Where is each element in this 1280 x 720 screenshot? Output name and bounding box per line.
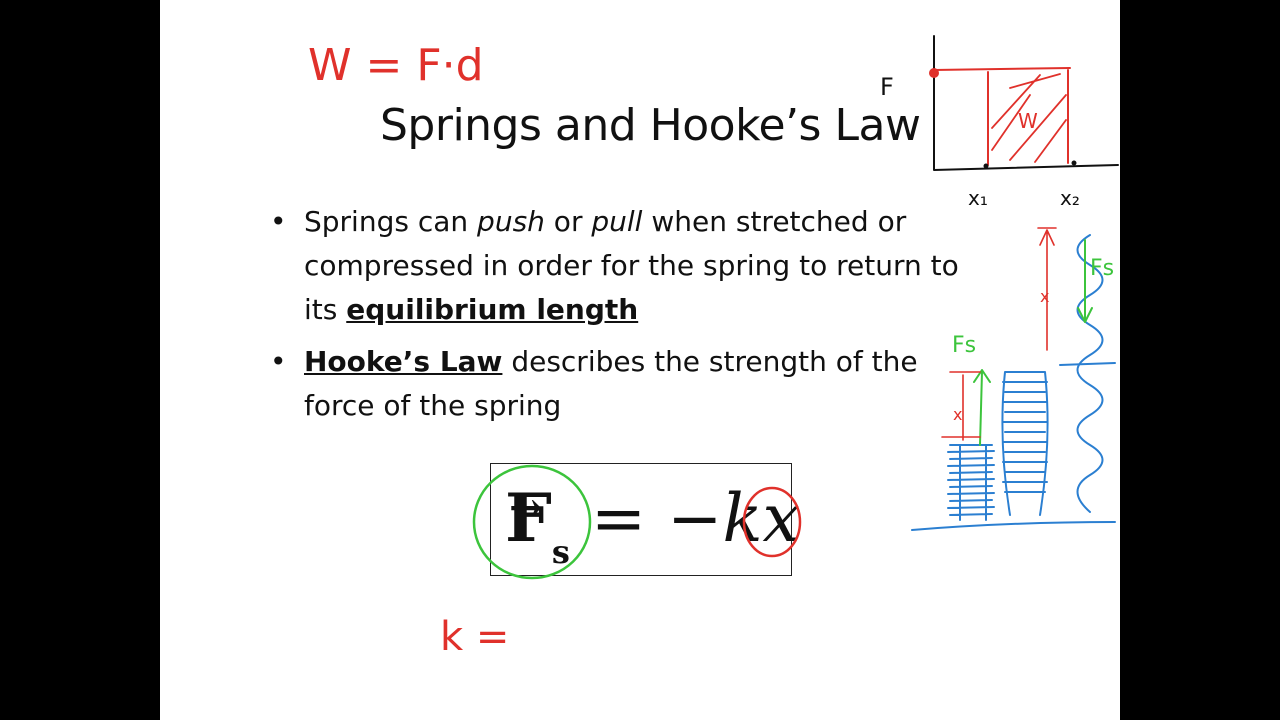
work-equation: W = F·d — [308, 40, 484, 91]
bullet1-pull: pull — [591, 205, 643, 238]
bullet-list: Springs can push or pull when stretched … — [270, 200, 990, 436]
fs-left-label: Fs — [952, 333, 976, 358]
bullet-springs: Springs can push or pull when stretched … — [270, 200, 990, 332]
force-letter: F — [505, 479, 552, 557]
bullet1-push: push — [477, 205, 545, 238]
graph-f-label: F — [880, 73, 894, 101]
bullet1-text-b: or — [544, 205, 592, 238]
bullet2-hookes-law: Hooke’s Law — [304, 345, 503, 378]
x-left-label: x — [953, 405, 962, 424]
vector-arrow: → — [509, 484, 543, 531]
bullet1-equilibrium: equilibrium length — [346, 293, 639, 326]
bullet1-text-c: when stretched or compressed in order fo… — [304, 205, 959, 326]
fs-right-label: Fs — [1090, 256, 1114, 281]
hookes-equation: →Fs = −kx — [505, 478, 800, 592]
slide-title: Springs and Hooke’s Law — [380, 100, 921, 151]
equation-middle: = − — [569, 480, 723, 557]
equation-box — [490, 463, 792, 576]
graph-x2-label: x₂ — [1060, 186, 1080, 210]
x-right-label: x — [1040, 287, 1049, 306]
graph-x1-label: x₁ — [968, 186, 988, 210]
slide: Springs and Hooke’s Law Springs can push… — [160, 0, 1120, 720]
x-circle — [742, 486, 802, 558]
ink-annotations: W = F·d k = F W x₁ x₂ — [308, 35, 1119, 660]
bullet1-text-a: Springs can — [304, 205, 478, 238]
bullet2-text: describes the strength of the force of t… — [304, 345, 918, 422]
springs-drawing: Fs Fs x x — [911, 227, 1116, 531]
work-graph: F W x₁ x₂ — [880, 35, 1119, 210]
bullet-hookes-law: Hooke’s Law describes the strength of th… — [270, 340, 990, 428]
graph-w-label: W — [1018, 109, 1038, 133]
force-subscript: s — [551, 533, 570, 571]
force-symbol: →F — [505, 478, 552, 558]
fs-circle — [472, 464, 592, 580]
k-equation: k = — [440, 614, 509, 660]
